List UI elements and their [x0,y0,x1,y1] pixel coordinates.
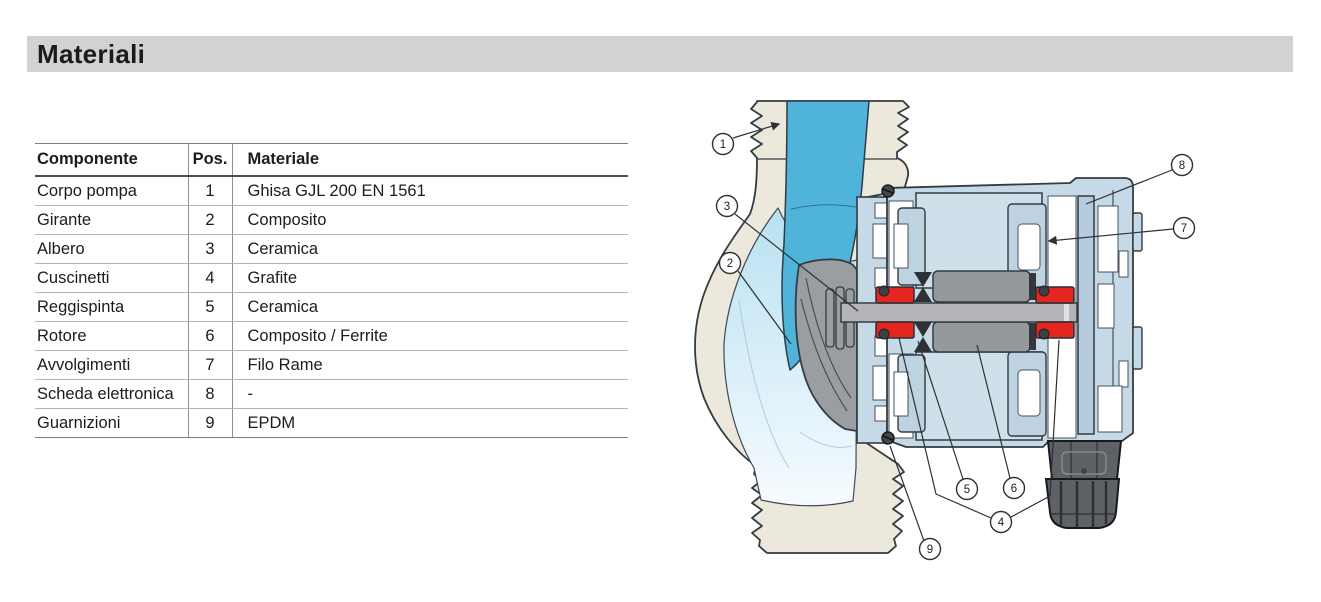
table-row: Girante 2 Composito [35,205,628,235]
leader-line-8 [1085,169,1173,205]
flow-line [799,431,853,448]
svg-text:5: 5 [964,484,970,496]
svg-text:9: 9 [927,544,933,556]
materials-table: Componente Pos. Materiale Corpo pompa 1 … [35,143,628,438]
svg-text:7: 7 [1181,223,1187,235]
cell-materiale: Ghisa GJL 200 EN 1561 [232,176,628,206]
pump-cross-section-diagram: 1 3 2 8 7 5 6 4 9 [694,100,1196,561]
leader-line-3 [734,213,859,312]
cell-componente: Albero [35,234,188,264]
cell-materiale: Composito [232,205,628,235]
cell-materiale: - [232,379,628,409]
svg-text:2: 2 [727,258,733,270]
cell-materiale: Ceramica [232,234,628,264]
cell-materiale: EPDM [232,408,628,438]
table-row: Corpo pompa 1 Ghisa GJL 200 EN 1561 [35,176,628,206]
cell-pos: 4 [187,263,233,293]
table-header-row: Componente Pos. Materiale [35,143,628,177]
svg-text:4: 4 [998,517,1005,529]
flow-line [738,299,790,469]
cable-gland [1044,440,1123,529]
callout-5: 5 [955,477,979,501]
leader-line-4-right [1010,339,1060,518]
column-header-componente: Componente [35,143,188,177]
table-row: Albero 3 Ceramica [35,234,628,264]
cell-materiale: Ceramica [232,292,628,322]
cell-materiale: Composito / Ferrite [232,321,628,351]
cell-componente: Guarnizioni [35,408,188,438]
svg-text:6: 6 [1011,483,1017,495]
cell-pos: 1 [187,176,233,206]
section-header-bar: Materiali [27,36,1293,72]
callout-9: 9 [918,537,942,561]
rotor [932,270,1036,353]
cell-pos: 2 [187,205,233,235]
cell-materiale: Filo Rame [232,350,628,380]
column-header-pos: Pos. [187,143,233,177]
shaft [840,302,1078,323]
table-row: Avvolgimenti 7 Filo Rame [35,350,628,380]
table-row: Reggispinta 5 Ceramica [35,292,628,322]
thrust-bearing [914,272,932,352]
bearings [875,285,1075,340]
cell-pos: 9 [187,408,233,438]
callout-8: 8 [1170,153,1194,177]
cell-pos: 6 [187,321,233,351]
cell-componente: Reggispinta [35,292,188,322]
leader-line-6 [976,344,1011,479]
electronic-board [1077,195,1123,435]
table-row: Rotore 6 Composito / Ferrite [35,321,628,351]
cell-pos: 3 [187,234,233,264]
leader-line-7 [1047,228,1174,245]
cell-componente: Scheda elettronica [35,379,188,409]
leader-line-9 [889,445,925,542]
svg-text:8: 8 [1179,160,1185,172]
cell-componente: Corpo pompa [35,176,188,206]
cell-pos: 5 [187,292,233,322]
cell-componente: Cuscinetti [35,263,188,293]
leader-line-1 [732,121,781,139]
cell-componente: Avvolgimenti [35,350,188,380]
table-row: Guarnizioni 9 EPDM [35,408,628,438]
callout-1: 1 [711,132,735,156]
gasket-screws [881,184,895,445]
table-row: Cuscinetti 4 Grafite [35,263,628,293]
callout-3: 3 [715,194,739,218]
callout-7: 7 [1172,216,1196,240]
callout-4: 4 [989,510,1013,534]
leader-line-2 [737,270,792,345]
svg-text:3: 3 [724,201,730,213]
cell-pos: 7 [187,350,233,380]
page-title: Materiali [37,39,146,69]
callout-2: 2 [718,251,742,275]
cell-pos: 8 [187,379,233,409]
leader-line-4-left [898,337,992,519]
svg-text:1: 1 [720,139,726,151]
leader-line-5 [917,340,964,480]
inlet-duct-line [790,204,862,210]
callout-6: 6 [1002,476,1026,500]
column-header-materiale: Materiale [232,143,628,177]
cell-componente: Girante [35,205,188,235]
table-row: Scheda elettronica 8 - [35,379,628,409]
cell-materiale: Grafite [232,263,628,293]
cell-componente: Rotore [35,321,188,351]
